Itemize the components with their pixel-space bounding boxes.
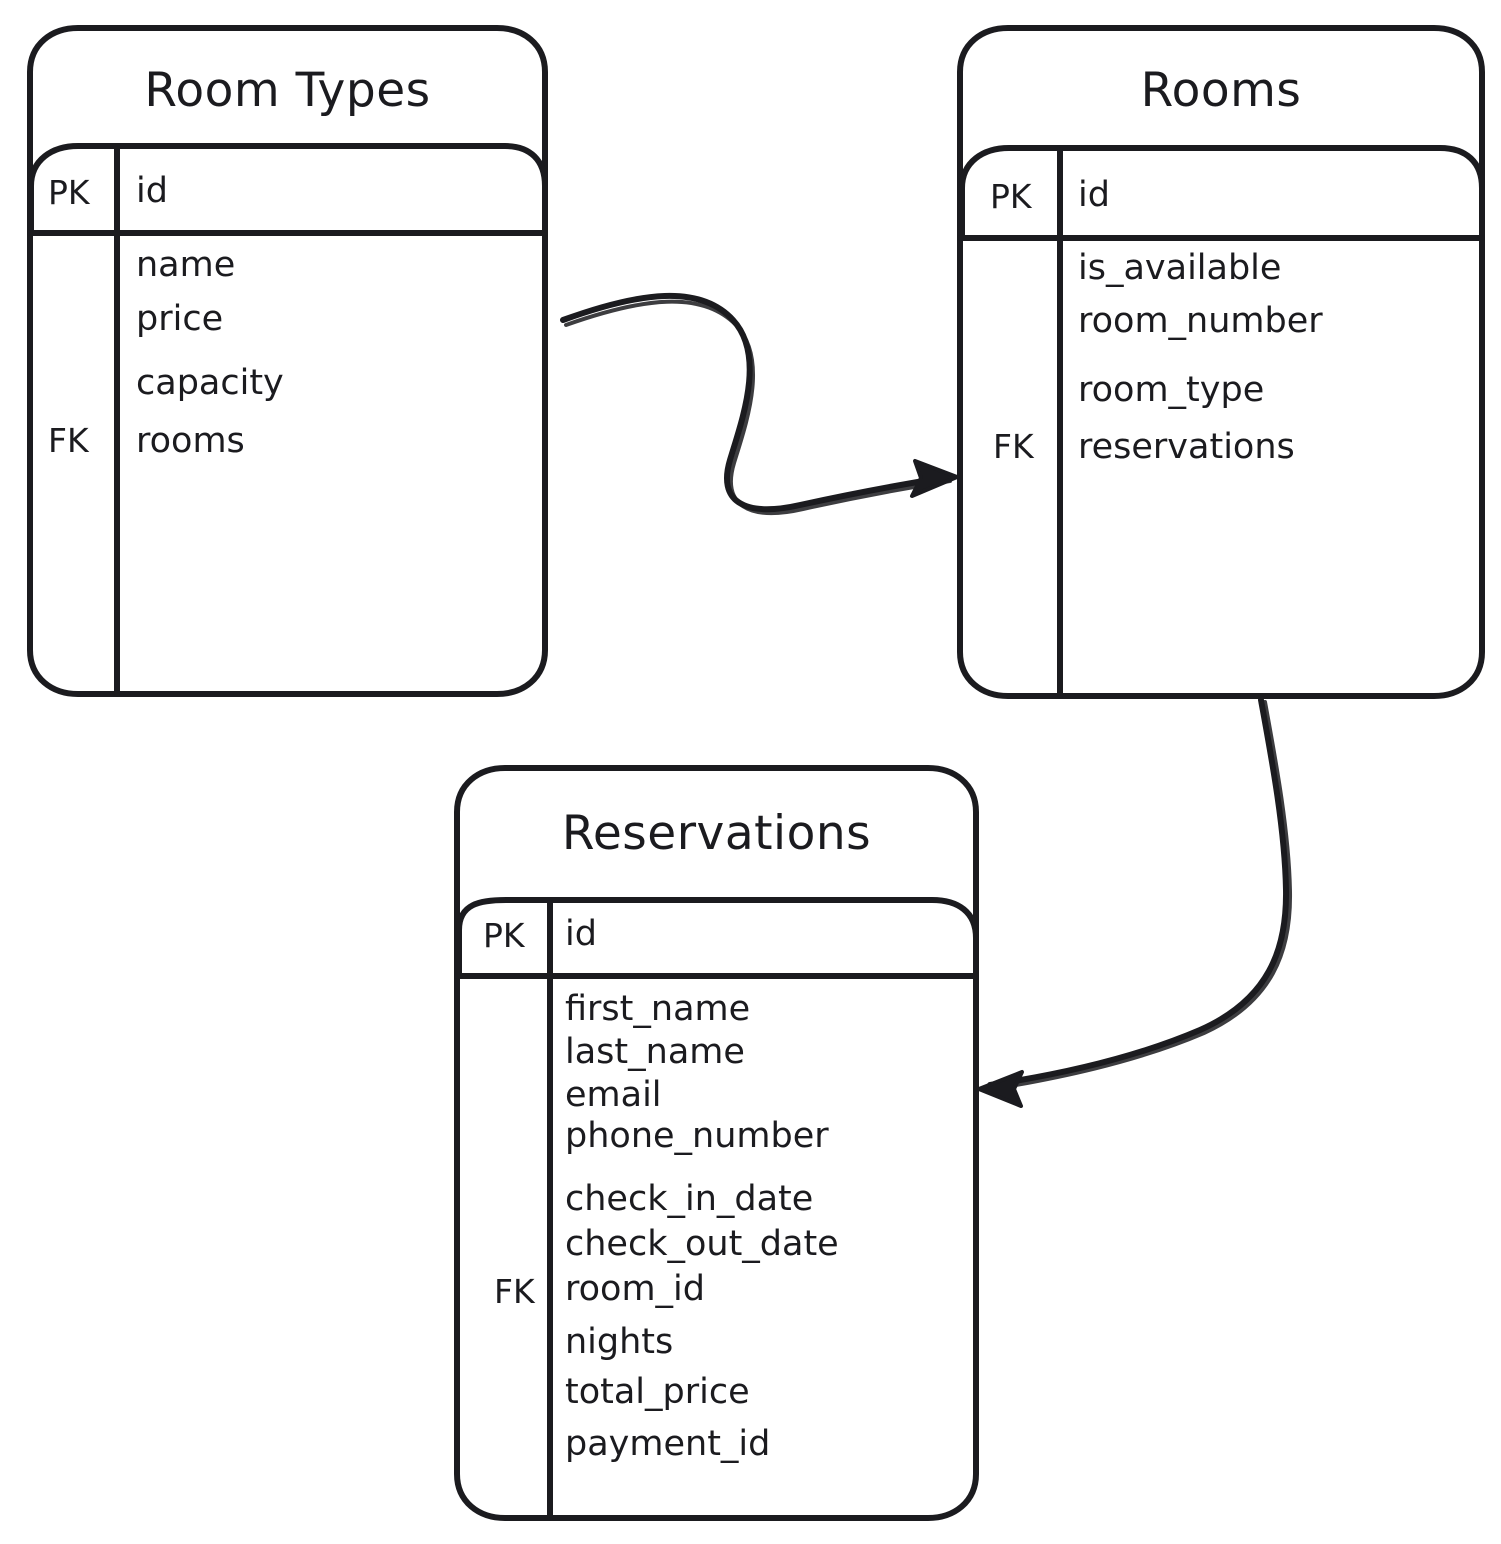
field-reservations-room-id: room_id xyxy=(565,1269,705,1309)
connector-room-types-to-rooms[interactable] xyxy=(560,293,959,515)
entity-outline-rooms xyxy=(957,25,1485,699)
entity-box-reservations[interactable] xyxy=(454,765,979,1521)
field-reservations-first-name: first_name xyxy=(565,989,751,1029)
connector-line-1 xyxy=(560,293,951,513)
connector-line-2-second-stroke xyxy=(991,700,1293,1091)
field-reservations-nights: nights xyxy=(565,1322,674,1362)
field-room-types-capacity: capacity xyxy=(136,363,284,403)
field-rooms-is-available: is_available xyxy=(1078,248,1282,288)
entity-title-room-types: Room Types xyxy=(144,63,431,118)
field-reservations-payment-id: payment_id xyxy=(565,1424,771,1464)
connector-line-2 xyxy=(987,697,1290,1088)
arrowhead-icon-to-rooms xyxy=(910,459,959,498)
pk-row-outline-reservations xyxy=(456,897,979,979)
pk-row-outline-rooms xyxy=(959,145,1485,241)
field-reservations-check-in-date: check_in_date xyxy=(565,1179,814,1219)
arrowhead-icon-to-reservations xyxy=(977,1070,1024,1108)
entity-box-rooms[interactable] xyxy=(957,25,1485,699)
field-reservations-last-name: last_name xyxy=(565,1032,745,1072)
pk-field-room-types: id xyxy=(136,171,168,211)
pk-label-rooms: PK xyxy=(990,177,1032,216)
field-reservations-email: email xyxy=(565,1075,662,1115)
field-room-types-rooms: rooms xyxy=(136,421,245,461)
field-reservations-phone-number: phone_number xyxy=(565,1116,829,1156)
pk-field-rooms: id xyxy=(1078,175,1110,215)
pk-label-room-types: PK xyxy=(48,173,90,212)
field-reservations-total-price: total_price xyxy=(565,1372,750,1412)
entity-outline-room-types xyxy=(27,25,548,697)
field-room-types-name: name xyxy=(136,245,236,285)
connector-line-1-second-stroke xyxy=(564,299,952,515)
pk-field-reservations: id xyxy=(565,914,597,954)
field-rooms-room-number: room_number xyxy=(1078,301,1323,341)
entity-title-reservations: Reservations xyxy=(561,806,872,861)
entity-title-rooms: Rooms xyxy=(1140,63,1302,118)
field-room-types-price: price xyxy=(136,299,224,339)
fk-label-room-types: FK xyxy=(48,421,89,460)
fk-label-rooms: FK xyxy=(993,427,1034,466)
pk-label-reservations: PK xyxy=(483,916,525,955)
fk-label-reservations: FK xyxy=(494,1272,535,1311)
connector-rooms-to-reservations[interactable] xyxy=(977,697,1293,1108)
entity-box-room-types[interactable] xyxy=(27,25,548,697)
field-rooms-reservations: reservations xyxy=(1078,427,1295,467)
pk-row-outline-room-types xyxy=(28,143,548,236)
field-reservations-check-out-date: check_out_date xyxy=(565,1224,839,1264)
field-rooms-room-type: room_type xyxy=(1078,370,1265,410)
entity-outline-reservations xyxy=(454,765,979,1521)
